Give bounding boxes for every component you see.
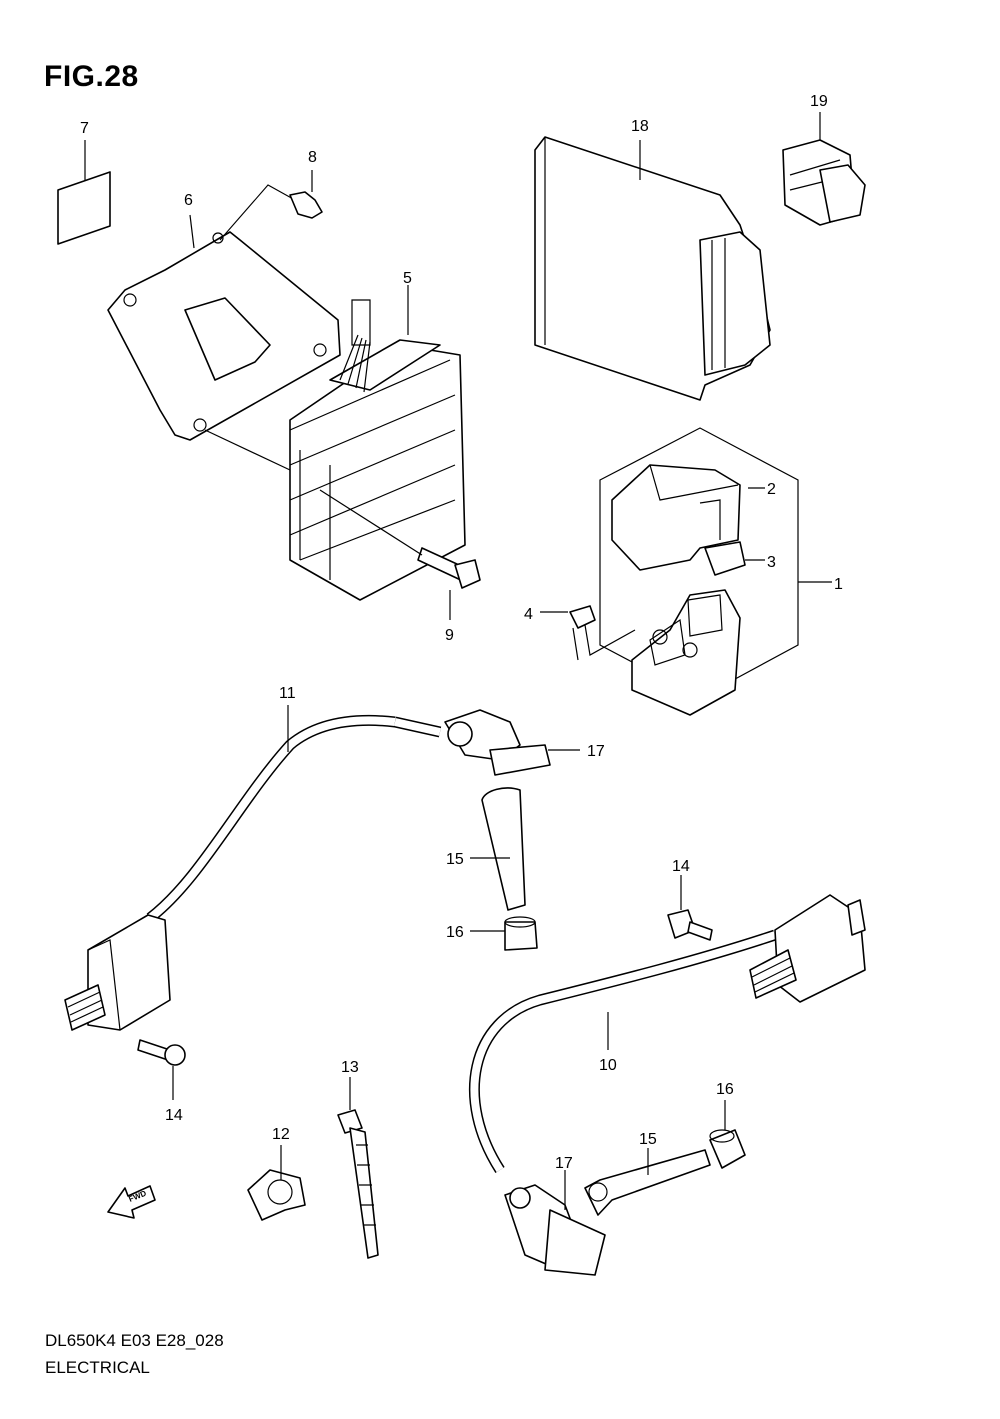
callout-4: 4	[524, 606, 533, 623]
part-9-bolt	[319, 489, 481, 620]
callout-8: 8	[308, 149, 317, 166]
callout-1: 1	[834, 576, 843, 593]
callout-5: 5	[403, 270, 412, 287]
part-11-ignition-coil	[64, 705, 442, 1100]
part-12-clamp	[247, 1145, 306, 1221]
callout-16b: 16	[716, 1081, 734, 1098]
callout-12: 12	[272, 1126, 290, 1143]
callout-19: 19	[810, 93, 828, 110]
callout-6: 6	[184, 192, 193, 209]
part-17-plug-cap	[444, 709, 580, 776]
callout-18: 18	[631, 118, 649, 135]
callout-3: 3	[767, 554, 776, 571]
part-8-bolt	[289, 170, 323, 219]
callout-16a: 16	[446, 924, 464, 941]
part-18-ecm	[534, 136, 771, 401]
footer-section: ELECTRICAL	[45, 1358, 150, 1377]
callout-15a: 15	[446, 851, 464, 868]
callout-14b: 14	[165, 1107, 183, 1124]
part-6-bracket	[107, 184, 341, 471]
callout-17b: 17	[555, 1155, 573, 1172]
part-13-cable-tie	[337, 1077, 379, 1259]
callout-2: 2	[767, 481, 776, 498]
part-5-regulator-rectifier	[289, 285, 466, 601]
callout-10: 10	[599, 1057, 617, 1074]
part-1-starter-relay-assembly	[540, 427, 832, 716]
part-19-connector	[782, 112, 866, 226]
part-17-plug-cap-lower	[504, 1170, 606, 1276]
part-15-plug-cover-lower	[584, 1148, 711, 1216]
part-16-seal	[470, 916, 538, 951]
callout-11: 11	[279, 685, 296, 702]
callout-14a: 14	[672, 858, 690, 875]
part-16-seal-lower	[709, 1100, 746, 1169]
part-10-ignition-coil	[468, 894, 866, 1173]
footer-code: DL650K4 E03 E28_028	[45, 1331, 224, 1350]
callout-13: 13	[341, 1059, 359, 1076]
callout-7: 7	[80, 120, 89, 137]
part-7-label-plate	[57, 140, 111, 245]
figure-title: FIG.28	[44, 60, 139, 93]
part-15-plug-cover	[470, 787, 526, 911]
part-14-bolt-right	[667, 875, 713, 941]
fwd-arrow-icon: FWD	[107, 1185, 156, 1219]
callout-15b: 15	[639, 1131, 657, 1148]
callout-9: 9	[445, 627, 454, 644]
callout-17a: 17	[587, 743, 605, 760]
